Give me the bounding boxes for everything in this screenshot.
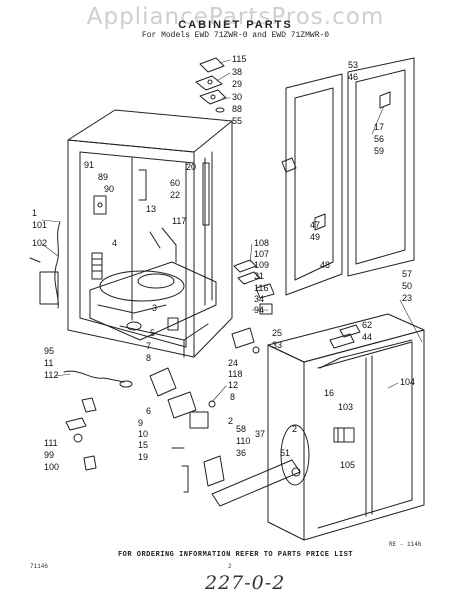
callout-60: 60 — [170, 178, 180, 188]
callout-47: 47 — [310, 220, 320, 230]
callout-15: 15 — [138, 440, 148, 450]
callout-90: 90 — [104, 184, 114, 194]
callout-105: 105 — [340, 460, 355, 470]
callout-19: 19 — [138, 452, 148, 462]
callout-30: 30 — [232, 92, 242, 102]
diagram-title: CABINET PARTS — [178, 19, 293, 31]
callout-3: 3 — [152, 303, 157, 313]
top-hinge-parts — [195, 57, 227, 113]
door-gasket-frames — [281, 57, 415, 296]
callout-100: 100 — [44, 462, 59, 472]
document-number: 71146 — [30, 563, 49, 570]
callout-44: 44 — [362, 332, 372, 342]
page-number: 2 — [228, 563, 232, 570]
callout-50: 50 — [402, 281, 412, 291]
callout-1: 1 — [32, 208, 37, 218]
callout-91: 91 — [84, 160, 94, 170]
lower-center-parts — [149, 367, 301, 507]
callout-46: 46 — [348, 72, 358, 82]
callout-labels: 115 38 29 30 88 55 91 89 90 20 60 22 13 … — [32, 54, 415, 472]
callout-111: 111 — [44, 438, 58, 448]
handwritten-note: 227-0-2 — [205, 572, 286, 594]
callout-88: 88 — [232, 104, 242, 114]
callout-99: 99 — [44, 450, 54, 460]
callout-31: 31 — [254, 271, 264, 281]
callout-58: 58 — [236, 424, 246, 434]
callout-112: 112 — [44, 370, 58, 380]
callout-29: 29 — [232, 79, 242, 89]
callout-36: 36 — [236, 448, 246, 458]
callout-109: 109 — [254, 260, 269, 270]
callout-108: 108 — [254, 238, 269, 248]
callout-17: 17 — [374, 122, 384, 132]
lower-left-parts — [63, 370, 133, 471]
cabinet-shell — [29, 109, 233, 358]
callout-55: 55 — [232, 116, 242, 126]
callout-5: 5 — [150, 328, 155, 338]
callout-102: 102 — [32, 238, 47, 248]
callout-57: 57 — [402, 269, 412, 279]
callout-20: 20 — [186, 162, 196, 172]
callout-34: 34 — [254, 294, 264, 304]
callout-117: 117 — [172, 216, 186, 226]
callout-11: 11 — [44, 358, 53, 368]
drawing-reference-code: RE - 1146 — [389, 541, 422, 548]
callout-116: 116 — [254, 283, 268, 293]
callout-23: 23 — [402, 293, 412, 303]
callout-10: 10 — [138, 429, 148, 439]
callout-103: 103 — [338, 402, 353, 412]
callout-9: 9 — [138, 418, 143, 428]
callout-2: 2 — [228, 416, 233, 426]
callout-51: 51 — [280, 448, 290, 458]
callout-8: 8 — [146, 353, 151, 363]
callout-115: 115 — [232, 54, 246, 64]
callout-95: 95 — [44, 346, 54, 356]
callout-89: 89 — [98, 172, 108, 182]
callout-107: 107 — [254, 249, 269, 259]
callout-56: 56 — [374, 134, 384, 144]
callout-38: 38 — [232, 67, 242, 77]
ordering-info-note: FOR ORDERING INFORMATION REFER TO PARTS … — [117, 551, 354, 559]
callout-33: 33 — [272, 340, 282, 350]
callout-16: 16 — [324, 388, 334, 398]
callout-59: 59 — [374, 146, 384, 156]
center-bracket-parts — [231, 259, 275, 354]
callout-8b: 8 — [230, 392, 235, 402]
callout-62: 62 — [362, 320, 372, 330]
callout-48: 48 — [320, 260, 330, 270]
callout-2-liner: 2 — [292, 424, 297, 434]
callout-4: 4 — [112, 238, 117, 248]
callout-37: 37 — [255, 429, 265, 439]
callout-24: 24 — [228, 358, 238, 368]
callout-118: 118 — [228, 369, 242, 379]
callout-25: 25 — [272, 328, 282, 338]
callout-22: 22 — [170, 190, 180, 200]
callout-49: 49 — [310, 232, 320, 242]
callout-13: 13 — [146, 204, 156, 214]
callout-6: 6 — [146, 406, 151, 416]
callout-101: 101 — [32, 220, 47, 230]
callout-12: 12 — [228, 380, 238, 390]
door-liner — [267, 313, 425, 541]
callout-110: 110 — [236, 436, 250, 446]
leader-lines — [41, 59, 423, 403]
callout-53: 53 — [348, 60, 358, 70]
watermark-text: AppliancePartsPros.com — [86, 4, 385, 30]
callout-104: 104 — [400, 377, 415, 387]
callout-7: 7 — [146, 341, 151, 351]
diagram-subtitle: For Models EWD 71ZWR-0 and EWD 71ZMWR-0 — [141, 31, 330, 40]
